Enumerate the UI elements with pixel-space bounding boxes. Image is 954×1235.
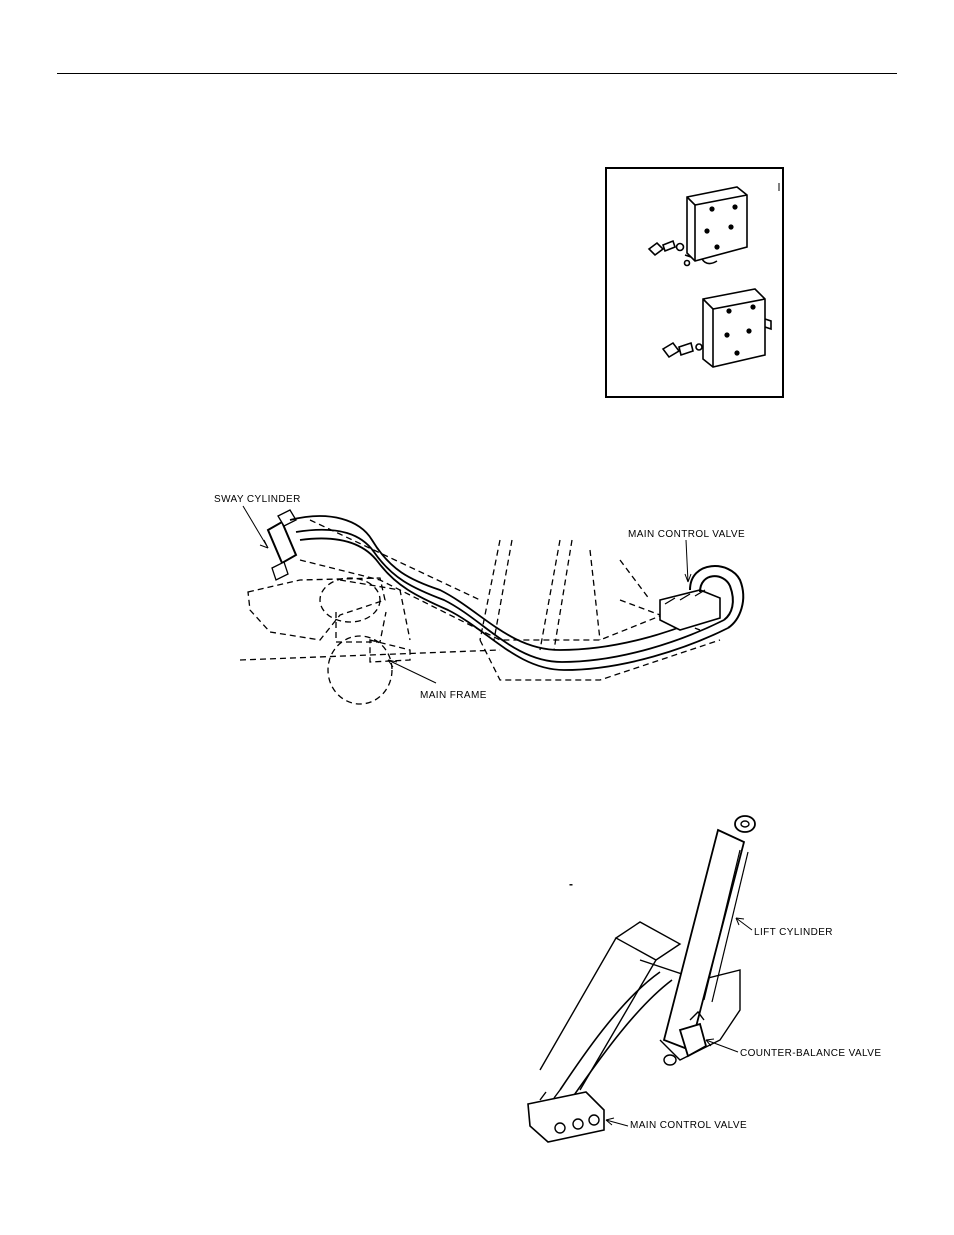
- sway-cylinder-label: SWAY CYLINDER: [214, 494, 301, 505]
- counter-balance-valve-label: COUNTER-BALANCE VALVE: [740, 1048, 882, 1059]
- valve-inset-box: [605, 167, 784, 398]
- lift-cylinder-label: LIFT CYLINDER: [754, 927, 833, 938]
- stray-mark: -: [569, 877, 573, 891]
- main-control-valve-label-bottom: MAIN CONTROL VALVE: [630, 1120, 748, 1131]
- main-frame-label: MAIN FRAME: [420, 690, 487, 701]
- valve-inset-drawing: [647, 183, 780, 368]
- header-rule: [57, 73, 897, 74]
- main-control-valve-label-top: MAIN CONTROL VALVE: [628, 529, 746, 540]
